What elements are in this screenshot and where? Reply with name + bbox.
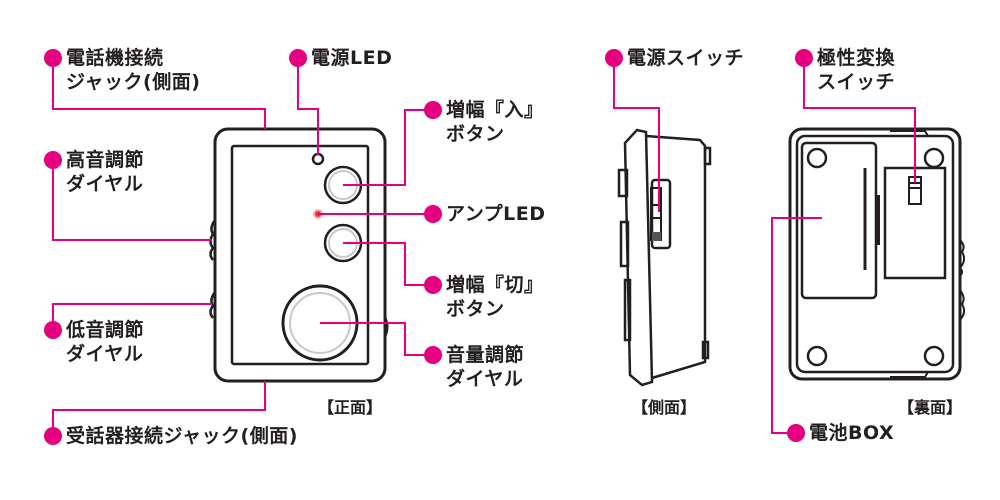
side-button-mid	[619, 220, 630, 268]
marker-dot	[44, 321, 62, 339]
power-led	[311, 152, 325, 166]
side-view	[617, 128, 712, 387]
label-power-switch: 電源スイッチ	[627, 47, 745, 69]
marker-dot	[44, 49, 62, 67]
marker-dot	[289, 49, 307, 67]
back-dial-bump-bottom	[959, 289, 966, 321]
leader-receiver	[52, 381, 266, 436]
marker-dot	[605, 49, 623, 67]
side-button-low	[623, 278, 632, 342]
power-switch-knob	[652, 232, 661, 241]
front-view	[209, 127, 389, 383]
label-battery-box: 電池BOX	[809, 422, 895, 444]
leader-polarity	[803, 60, 916, 183]
marker-dot	[44, 427, 62, 445]
front-panel	[230, 144, 370, 366]
label-volume-dial: 音量調節 ダイヤル	[446, 344, 525, 390]
caption-side-view: 【側面】	[632, 398, 697, 417]
side-body	[645, 134, 707, 380]
label-treble-dial: 高音調節 ダイヤル	[66, 149, 145, 195]
leader-power-led	[297, 60, 319, 155]
leader-lines	[52, 60, 916, 436]
label-phone-jack: 電話機接続 ジャック(側面)	[66, 47, 201, 93]
marker-dot	[424, 346, 442, 364]
leader-phone-jack	[52, 60, 266, 129]
label-power-led: 電源LED	[311, 47, 393, 69]
screw-hole	[806, 147, 828, 169]
marker-dot	[424, 276, 442, 294]
label-amp-off-button: 増幅『切』 ボタン	[446, 274, 544, 320]
leader-amp-on	[343, 109, 432, 186]
back-body-outline	[788, 127, 962, 381]
back-inner-outline	[795, 134, 955, 374]
leader-bass	[52, 303, 212, 327]
leader-power-switch	[613, 60, 660, 212]
label-receiver-jack: 受話器接続ジャック(側面)	[66, 425, 298, 447]
label-amp-on-button: 増幅『入』 ボタン	[446, 99, 544, 145]
screw-hole	[923, 147, 945, 169]
marker-dot	[787, 424, 805, 442]
back-dial-bump-top	[958, 239, 966, 277]
screw-hole	[806, 345, 828, 367]
right-side-bump	[384, 316, 389, 338]
label-bass-dial: 低音調節 ダイヤル	[66, 319, 145, 365]
back-view	[788, 127, 966, 381]
side-jack-bottom	[701, 340, 710, 360]
bass-dial-bump	[209, 291, 217, 319]
treble-dial-bump	[209, 219, 217, 261]
marker-dot	[424, 101, 442, 119]
leader-battery	[771, 217, 822, 434]
marker-dot	[44, 151, 62, 169]
screw-hole	[923, 345, 945, 367]
side-jack-top	[703, 146, 712, 166]
side-front-bezel	[623, 128, 654, 387]
caption-front-view: 【正面】	[318, 398, 383, 417]
leader-treble	[52, 165, 212, 241]
front-body-outline	[213, 127, 387, 383]
leader-volume	[320, 322, 432, 356]
label-polarity-switch: 極性変換 スイッチ	[817, 47, 896, 93]
marker-dot	[795, 49, 813, 67]
side-button-top	[617, 168, 629, 198]
caption-back-view: 【裏面】	[898, 398, 963, 417]
polarity-panel	[883, 166, 947, 280]
label-amp-led: アンプLED	[446, 203, 546, 225]
leader-amp-off	[343, 242, 432, 286]
marker-dot	[424, 205, 442, 223]
